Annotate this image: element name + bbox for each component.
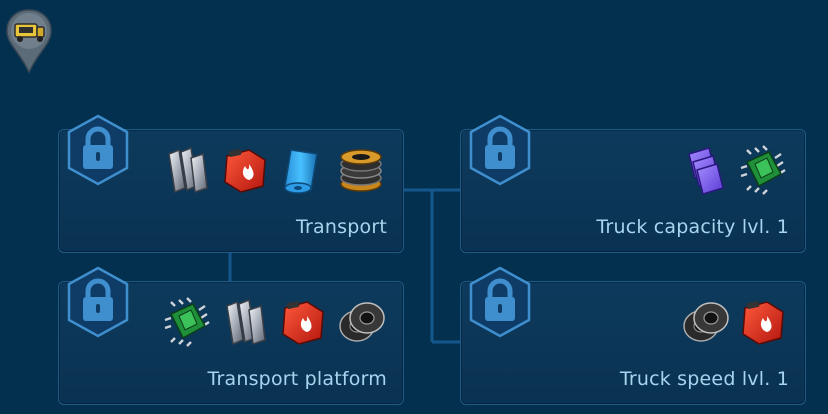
steel-beams-icon	[219, 296, 271, 348]
tire-icon	[335, 296, 387, 348]
steel-beams-icon	[161, 144, 213, 196]
map-pin[interactable]	[4, 8, 54, 74]
circuit-chip-icon	[161, 296, 213, 348]
lock-badge	[67, 266, 129, 338]
fuel-canister-icon	[277, 296, 329, 348]
lock-icon	[83, 278, 113, 321]
lock-badge	[67, 114, 129, 186]
lock-icon	[83, 126, 113, 169]
card-title: Transport	[296, 216, 387, 238]
required-resources	[679, 296, 789, 348]
lock-badge	[469, 266, 531, 338]
card-title: Truck capacity lvl. 1	[596, 216, 789, 238]
required-resources	[679, 144, 789, 196]
circuit-chip-icon	[737, 144, 789, 196]
truck-icon	[14, 23, 45, 42]
lock-badge	[469, 114, 531, 186]
lock-icon	[485, 278, 515, 321]
fuel-canister-icon	[737, 296, 789, 348]
purple-plates-icon	[679, 144, 731, 196]
required-resources	[161, 296, 387, 348]
card-truck-capacity[interactable]: Truck capacity lvl. 1	[460, 114, 806, 253]
card-title: Transport platform	[207, 368, 387, 390]
lock-icon	[485, 126, 515, 169]
card-transport-platform[interactable]: Transport platform	[58, 266, 404, 405]
blue-fabric-roll-icon	[277, 144, 329, 196]
tire-icon	[679, 296, 731, 348]
card-title: Truck speed lvl. 1	[619, 368, 789, 390]
fuel-canister-icon	[219, 144, 271, 196]
coil-spring-icon	[335, 144, 387, 196]
card-truck-speed[interactable]: Truck speed lvl. 1	[460, 266, 806, 405]
card-transport[interactable]: Transport	[58, 114, 404, 253]
required-resources	[161, 144, 387, 196]
